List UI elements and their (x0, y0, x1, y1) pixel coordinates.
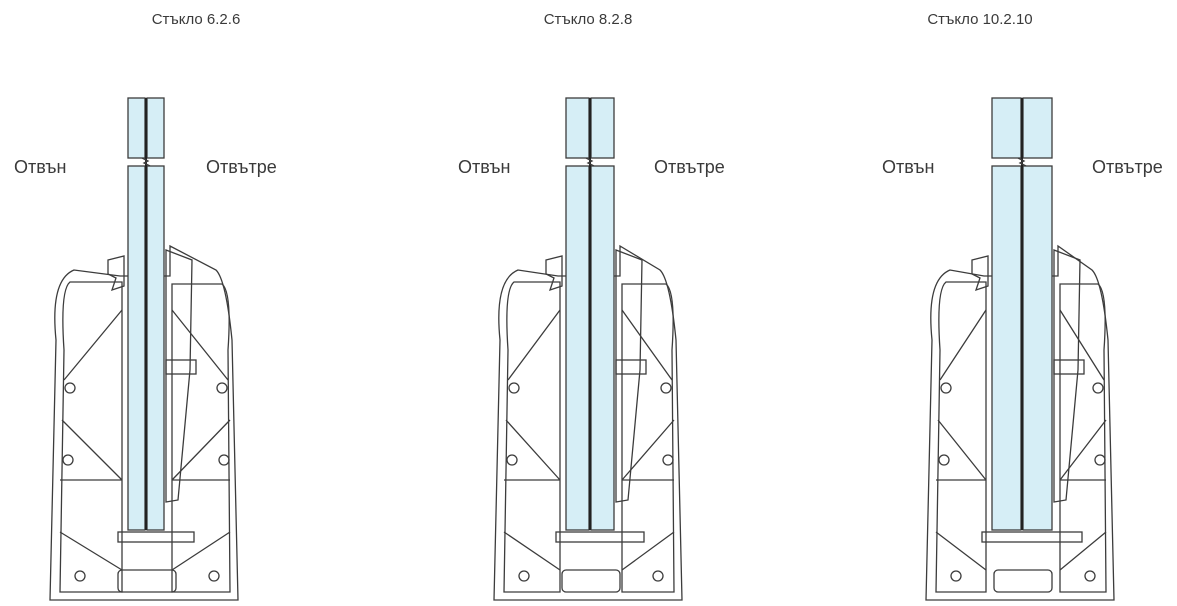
wedge-gasket (1053, 249, 1081, 503)
profile-drawing (493, 97, 683, 601)
outside-label: Отвън (882, 157, 935, 177)
screw-boss (518, 570, 530, 582)
glass-pane-upper (1022, 97, 1053, 159)
screw-boss (508, 382, 520, 394)
wedge-gasket (165, 249, 193, 503)
screw-boss (652, 570, 664, 582)
base-plate (981, 531, 1083, 543)
glass-pane-lower (991, 165, 1022, 531)
screw-boss (1084, 570, 1096, 582)
bottom-slot (117, 569, 177, 593)
glass-pane-upper (991, 97, 1022, 159)
inside-label: Отвътре (206, 157, 277, 177)
profile-body (925, 244, 1115, 601)
profile-body (49, 244, 239, 601)
profile-inner-chamber (621, 283, 675, 593)
outside-clip (971, 255, 989, 292)
screw-boss (74, 570, 86, 582)
outside-label: Отвън (458, 157, 511, 177)
profile-outer-chamber (935, 281, 987, 593)
clamp-block (615, 359, 647, 375)
break-mark (585, 157, 595, 167)
glass-pane-upper (590, 97, 615, 159)
profile-ribs (503, 309, 675, 571)
panel-title: Стъкло 6.2.6 (151, 11, 241, 28)
glass-pane-lower (127, 165, 146, 531)
panel-title: Стъкло 10.2.10 (927, 11, 1033, 28)
glass-profile-panel-6-2-6: Стъкло 6.2.6 Отвън Отвътре (0, 0, 392, 606)
clamp-block (1053, 359, 1085, 375)
screw-boss (662, 454, 674, 466)
glass-pane-upper (127, 97, 146, 159)
screw-boss (950, 570, 962, 582)
profile-outer-chamber (503, 281, 561, 593)
bottom-slot (993, 569, 1053, 593)
outside-label: Отвън (14, 157, 67, 177)
inside-label: Отвътре (1092, 157, 1163, 177)
profile-ribs (59, 309, 231, 571)
bottom-slot (561, 569, 621, 593)
screw-boss (1094, 454, 1106, 466)
screw-boss (506, 454, 518, 466)
profile-inner-chamber (1059, 283, 1107, 593)
glass-pane-lower (590, 165, 615, 531)
profile-ribs (935, 309, 1107, 571)
screw-boss (940, 382, 952, 394)
screw-boss (62, 454, 74, 466)
profile-outer-chamber (59, 281, 123, 593)
glass-pane-lower (146, 165, 165, 531)
glass-pane-upper (146, 97, 165, 159)
screw-boss (208, 570, 220, 582)
glass-pane-lower (565, 165, 590, 531)
clamp-block (165, 359, 197, 375)
glass-pane-upper (565, 97, 590, 159)
glass-pane-lower (1022, 165, 1053, 531)
glass-profile-panel-10-2-10: Стъкло 10.2.10 Отвън Отвътре (784, 0, 1176, 606)
screw-boss (1092, 382, 1104, 394)
screw-boss (64, 382, 76, 394)
screw-boss (660, 382, 672, 394)
glass-profile-panel-8-2-8: Стъкло 8.2.8 Отвън Отвътре (392, 0, 784, 606)
screw-boss (938, 454, 950, 466)
profile-body (493, 244, 683, 601)
break-mark (141, 157, 151, 167)
break-mark (1017, 157, 1027, 167)
base-plate (555, 531, 645, 543)
outside-clip (545, 255, 563, 292)
profile-inner-chamber (171, 283, 231, 593)
panel-title: Стъкло 8.2.8 (543, 11, 633, 28)
inside-label: Отвътре (654, 157, 725, 177)
screw-boss (218, 454, 230, 466)
screw-boss (216, 382, 228, 394)
wedge-gasket (615, 249, 643, 503)
outside-clip (107, 255, 125, 292)
profile-drawing (925, 97, 1115, 601)
base-plate (117, 531, 195, 543)
profile-drawing (49, 97, 239, 601)
